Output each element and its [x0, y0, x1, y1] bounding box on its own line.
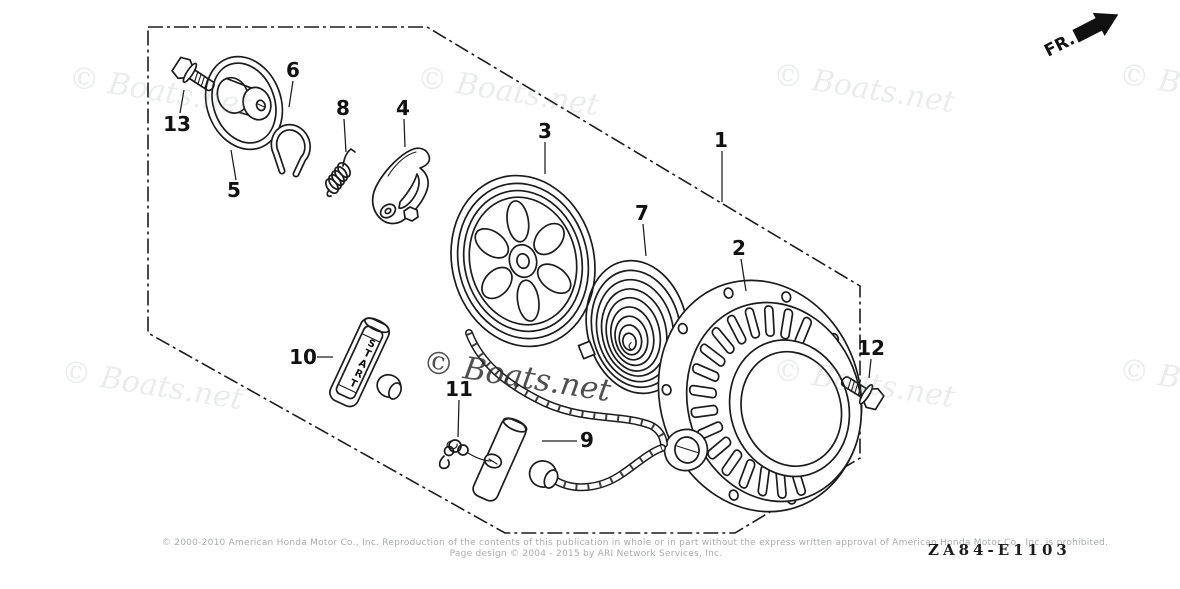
callout-4: 4 [396, 96, 410, 120]
part-2-housing [630, 255, 890, 537]
callout-8: 8 [336, 96, 350, 120]
callout-6: 6 [286, 58, 300, 82]
callout-11: 11 [445, 377, 473, 401]
diagram-code: ZA84-E1103 [928, 541, 1071, 559]
part-9-starter-grip [472, 417, 559, 502]
callout-9: 9 [580, 428, 594, 452]
callout-12: 12 [857, 336, 885, 360]
fr-arrow-icon [1072, 12, 1119, 43]
callout-labels: 1 2 3 4 5 6 7 8 9 10 11 12 13 [163, 58, 885, 452]
starter-rope [465, 329, 700, 492]
part-6-clip [270, 123, 311, 178]
callout-10: 10 [289, 345, 317, 369]
callout-13: 13 [163, 112, 191, 136]
part-5-friction-disc [204, 55, 284, 151]
footer-copyright-line: © 2000-2010 American Honda Motor Co., In… [161, 538, 1109, 548]
callout-2: 2 [732, 236, 746, 260]
part-11-rope-knot [438, 439, 492, 470]
part-4-ratchet [371, 147, 431, 225]
part-8-spring [324, 148, 356, 198]
callout-3: 3 [538, 119, 552, 143]
part-3-pulley [433, 160, 613, 362]
footer-design-line: Page design © 2004 - 2015 by ARI Network… [449, 549, 723, 559]
callout-7: 7 [635, 201, 649, 225]
leader-lines [179, 80, 872, 442]
part-10-start-grip: START [329, 317, 402, 408]
callout-5: 5 [227, 178, 241, 202]
fr-direction-indicator: FR. [1041, 12, 1119, 61]
fr-label: FR. [1041, 29, 1078, 61]
callout-1: 1 [714, 128, 728, 152]
